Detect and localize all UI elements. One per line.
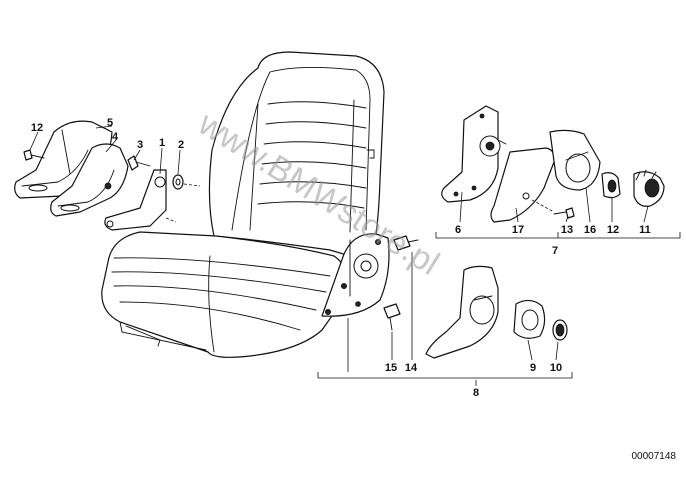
label-group-7: 7 [552, 245, 558, 257]
label-part-12-left: 12 [31, 122, 43, 134]
label-part-12-right: 12 [607, 224, 619, 236]
label-part-13: 13 [561, 224, 573, 236]
lower-right-parts-group [317, 235, 573, 379]
label-part-5: 5 [107, 117, 113, 129]
left-parts-group [14, 120, 201, 231]
label-part-15: 15 [385, 362, 397, 374]
label-part-11: 11 [639, 224, 651, 236]
upper-right-parts-group [435, 105, 681, 239]
label-part-14: 14 [405, 362, 418, 374]
leader-lines [29, 125, 649, 386]
label-part-10: 10 [550, 362, 562, 374]
label-part-16: 16 [584, 224, 596, 236]
bolt-3 [127, 155, 151, 171]
label-part-9: 9 [530, 362, 536, 374]
catalog-number: 00007148 [632, 451, 677, 462]
label-part-3: 3 [137, 139, 143, 151]
label-group-8: 8 [473, 387, 479, 399]
label-part-4: 4 [112, 131, 119, 143]
label-part-2: 2 [178, 139, 184, 151]
label-part-1: 1 [159, 137, 165, 149]
label-part-17: 17 [512, 224, 524, 236]
seat-illustration [101, 51, 390, 358]
label-part-6: 6 [455, 224, 461, 236]
part-labels: 5 4 12 3 1 2 6 17 13 16 12 11 7 15 14 9 … [31, 117, 651, 399]
